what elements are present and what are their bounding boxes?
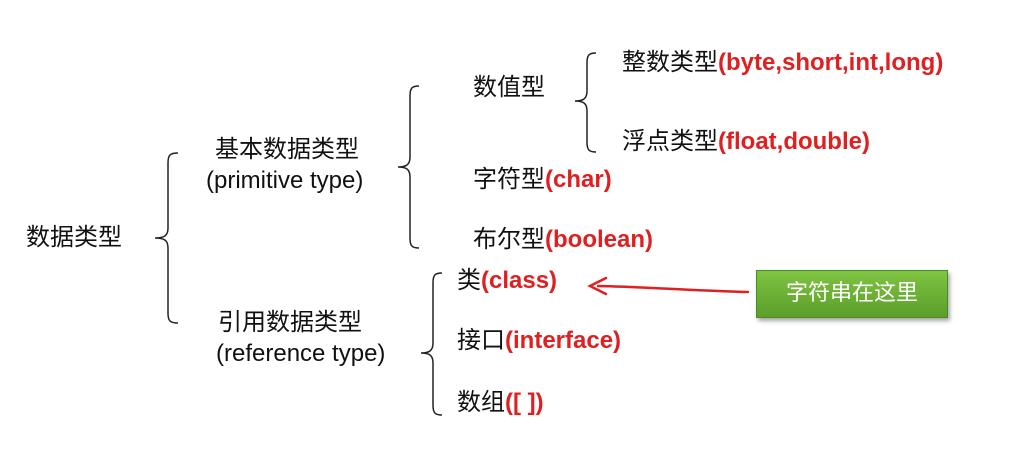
char-types: (char) — [545, 166, 612, 193]
boolean-item: 布尔型(boolean) — [473, 225, 653, 254]
array-label: 数组 — [457, 388, 505, 416]
numeric-brace — [574, 52, 597, 153]
integer-types: (byte,short,int,long) — [718, 49, 944, 76]
interface-item: 接口(interface) — [457, 326, 621, 355]
reference-label: 引用数据类型 — [218, 308, 362, 336]
float-types: (float,double) — [718, 128, 870, 155]
boolean-label: 布尔型 — [473, 225, 545, 253]
root-brace — [154, 152, 179, 324]
integer-label: 整数类型 — [622, 48, 718, 76]
char-item: 字符型(char) — [473, 165, 612, 194]
reference-brace — [420, 272, 443, 416]
class-item: 类(class) — [457, 266, 557, 295]
callout-arrow — [587, 276, 750, 296]
array-item: 数组([ ]) — [457, 388, 544, 417]
array-types: ([ ]) — [505, 389, 544, 416]
callout-box: 字符串在这里 — [756, 270, 948, 318]
class-types: (class) — [481, 267, 558, 294]
interface-label: 接口 — [457, 326, 505, 354]
numeric-label: 数值型 — [473, 73, 545, 101]
class-label: 类 — [457, 266, 481, 294]
char-label: 字符型 — [473, 165, 545, 193]
root-label: 数据类型 — [26, 223, 122, 251]
primitive-english: (primitive type) — [206, 167, 364, 194]
interface-types: (interface) — [505, 327, 622, 354]
primitive-label: 基本数据类型 — [215, 135, 359, 163]
reference-english: (reference type) — [216, 340, 386, 367]
float-item: 浮点类型(float,double) — [622, 127, 870, 156]
primitive-brace — [397, 85, 420, 249]
float-label: 浮点类型 — [622, 127, 718, 155]
boolean-types: (boolean) — [545, 226, 653, 253]
integer-item: 整数类型(byte,short,int,long) — [622, 48, 943, 77]
